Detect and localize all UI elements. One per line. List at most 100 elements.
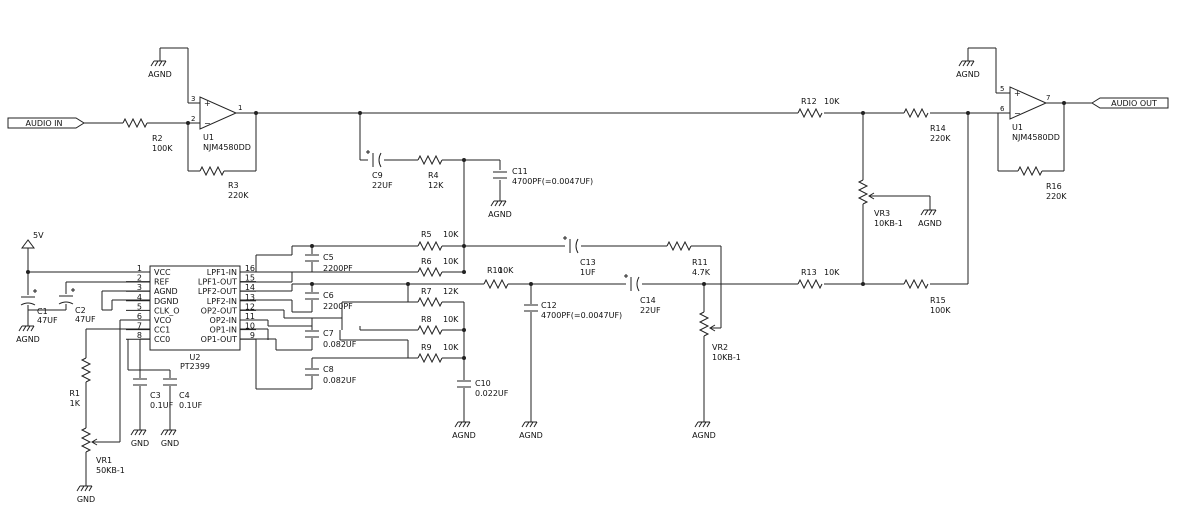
svg-text:−: −: [204, 119, 211, 128]
svg-text:VR3: VR3: [874, 209, 890, 218]
ground-agnd-3: AGND: [918, 209, 942, 228]
svg-text:DGND: DGND: [154, 297, 179, 306]
svg-text:R5: R5: [421, 230, 432, 239]
capacitor-c3: C30.1UF: [133, 378, 174, 410]
capacitor-c8: C8 0.082UF: [305, 365, 357, 385]
svg-text:REF: REF: [154, 278, 170, 287]
svg-text:R6: R6: [421, 257, 432, 266]
svg-text:AGND: AGND: [956, 70, 980, 79]
svg-text:R14: R14: [930, 124, 946, 133]
svg-text:2: 2: [137, 274, 142, 283]
ground-agnd-7: AGND: [692, 421, 716, 440]
svg-text:3: 3: [191, 95, 195, 103]
svg-text:VR1: VR1: [96, 456, 112, 465]
svg-text:4.7K: 4.7K: [692, 268, 711, 277]
ground-agnd-6: AGND: [519, 421, 543, 440]
svg-text:1: 1: [137, 264, 142, 273]
svg-text:AUDIO OUT: AUDIO OUT: [1111, 99, 1157, 108]
svg-text:R9: R9: [421, 343, 432, 352]
svg-text:0.082UF: 0.082UF: [323, 376, 357, 385]
svg-text:10K: 10K: [824, 268, 840, 277]
svg-text:220K: 220K: [228, 191, 249, 200]
svg-text:5: 5: [137, 302, 142, 311]
audio-out-port: AUDIO OUT: [1091, 97, 1169, 109]
ic-pin-15: 15 LPF1-OUT: [198, 274, 256, 287]
svg-text:10KB-1: 10KB-1: [874, 219, 903, 228]
svg-text:AGND: AGND: [452, 431, 476, 440]
svg-text:LPF1-OUT: LPF1-OUT: [198, 278, 237, 287]
ground-agnd-5: AGND: [452, 421, 476, 440]
svg-text:VR2: VR2: [712, 343, 728, 352]
svg-text:10K: 10K: [824, 97, 840, 106]
svg-text:0.1UF: 0.1UF: [150, 401, 174, 410]
resistor-r5: R5 10K: [417, 230, 459, 252]
opamp-u1a: +− 3 2 1 U1 NJM4580DD: [191, 95, 251, 152]
svg-text:16: 16: [245, 264, 255, 273]
svg-text:AGND: AGND: [519, 431, 543, 440]
svg-text:8: 8: [137, 331, 142, 340]
svg-text:AGND: AGND: [16, 335, 40, 344]
svg-text:C12: C12: [541, 301, 557, 310]
ic-pin-5: 5 CLK_O: [126, 302, 180, 315]
svg-text:OP2-OUT: OP2-OUT: [201, 306, 237, 315]
svg-text:1UF: 1UF: [580, 268, 596, 277]
svg-text:AGND: AGND: [148, 70, 172, 79]
svg-text:0.022UF: 0.022UF: [475, 389, 509, 398]
svg-text:AUDIO IN: AUDIO IN: [25, 119, 62, 128]
svg-text:C1: C1: [37, 307, 48, 316]
svg-text:15: 15: [245, 274, 255, 283]
svg-text:C2: C2: [75, 306, 86, 315]
svg-text:C8: C8: [323, 365, 334, 374]
svg-text:10K: 10K: [443, 230, 459, 239]
svg-text:C14: C14: [640, 296, 656, 305]
svg-text:4700PF(=0.0047UF): 4700PF(=0.0047UF): [512, 177, 593, 186]
svg-text:14: 14: [245, 283, 255, 292]
svg-text:AGND: AGND: [692, 431, 716, 440]
svg-text:3: 3: [137, 283, 142, 292]
svg-text:5: 5: [1000, 85, 1004, 93]
svg-text:4700PF(=0.0047UF): 4700PF(=0.0047UF): [541, 311, 622, 320]
svg-text:0.1UF: 0.1UF: [179, 401, 203, 410]
svg-text:AGND: AGND: [154, 287, 178, 296]
svg-text:OP1-IN: OP1-IN: [210, 326, 237, 335]
svg-text:47UF: 47UF: [75, 315, 96, 324]
svg-text:100K: 100K: [152, 144, 173, 153]
svg-text:CLK_O: CLK_O: [154, 306, 180, 315]
svg-text:C4: C4: [179, 391, 190, 400]
svg-text:100K: 100K: [930, 306, 951, 315]
svg-text:GND: GND: [77, 495, 95, 504]
svg-text:12: 12: [245, 302, 255, 311]
svg-text:12K: 12K: [428, 181, 444, 190]
svg-text:R3: R3: [228, 181, 239, 190]
svg-text:C10: C10: [475, 379, 491, 388]
junctions: [26, 101, 1066, 360]
svg-text:11: 11: [245, 312, 255, 321]
svg-text:+: +: [204, 99, 211, 108]
svg-text:R4: R4: [428, 171, 439, 180]
